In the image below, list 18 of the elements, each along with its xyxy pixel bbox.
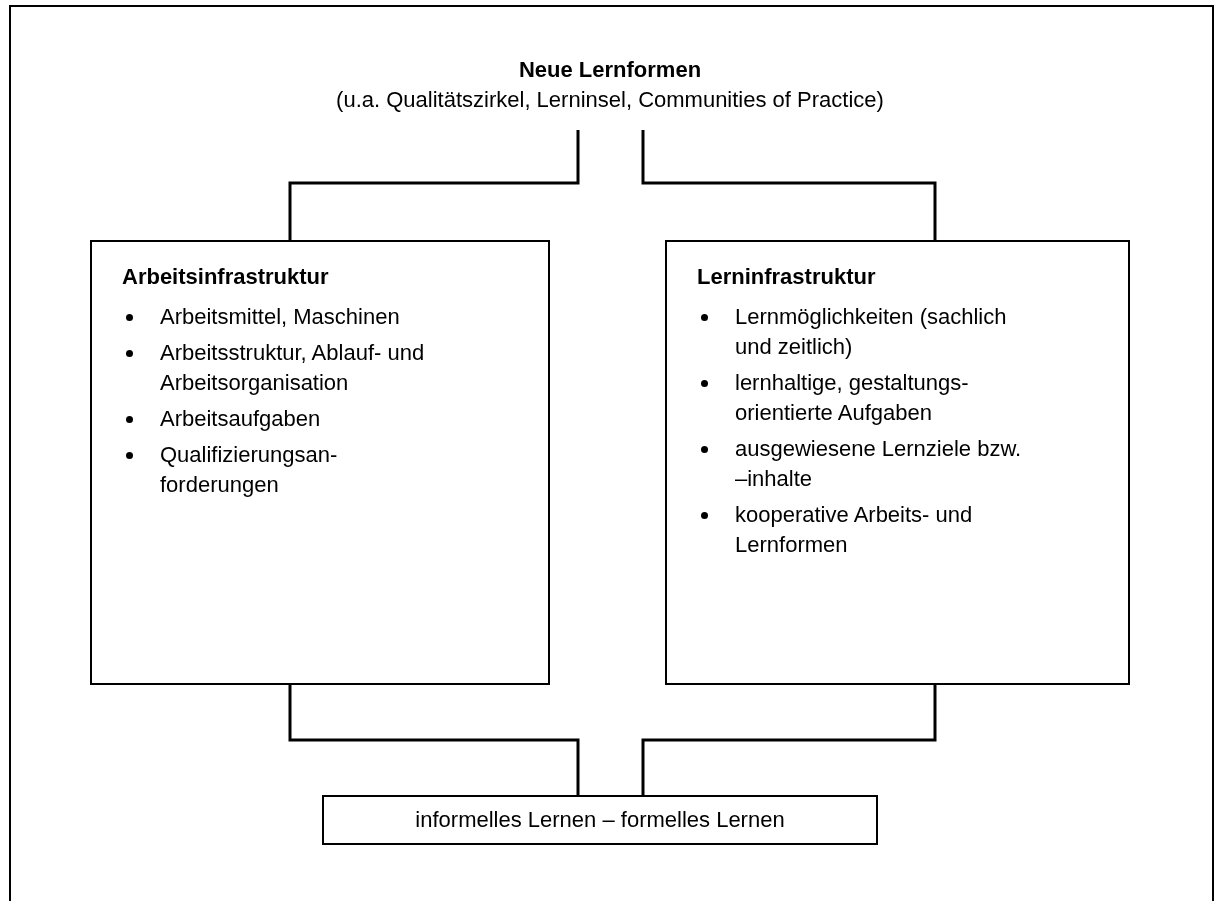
connector-line <box>641 130 937 240</box>
title-text: Neue Lernformen <box>518 56 702 84</box>
category-box <box>90 240 550 685</box>
list-item: kooperative Arbeits- und Lernformen <box>735 501 974 559</box>
connector-line <box>641 685 937 795</box>
subtitle-text: (u.a. Qualitätszirkel, Lerninsel, Communities of Practice) <box>336 86 884 114</box>
connector-line <box>288 685 580 795</box>
result-box <box>322 795 878 845</box>
box-label: informelles Lernen – formelles Lernen <box>415 806 785 834</box>
list-item: Arbeitsmittel, Maschinen <box>160 303 401 331</box>
list-item: Qualifizierungsan-forderungen <box>160 441 339 499</box>
box-heading: Lerninfrastruktur <box>697 263 877 291</box>
connector-line <box>288 130 580 240</box>
category-box <box>665 240 1130 685</box>
list-item: Arbeitsaufgaben <box>160 405 322 433</box>
list-item: Arbeitsstruktur, Ablauf- und Arbeitsorganisation <box>160 339 426 397</box>
box-heading: Arbeitsinfrastruktur <box>122 263 330 291</box>
list-item: Lernmöglichkeiten (sachlich und zeitlich) <box>735 303 1008 361</box>
